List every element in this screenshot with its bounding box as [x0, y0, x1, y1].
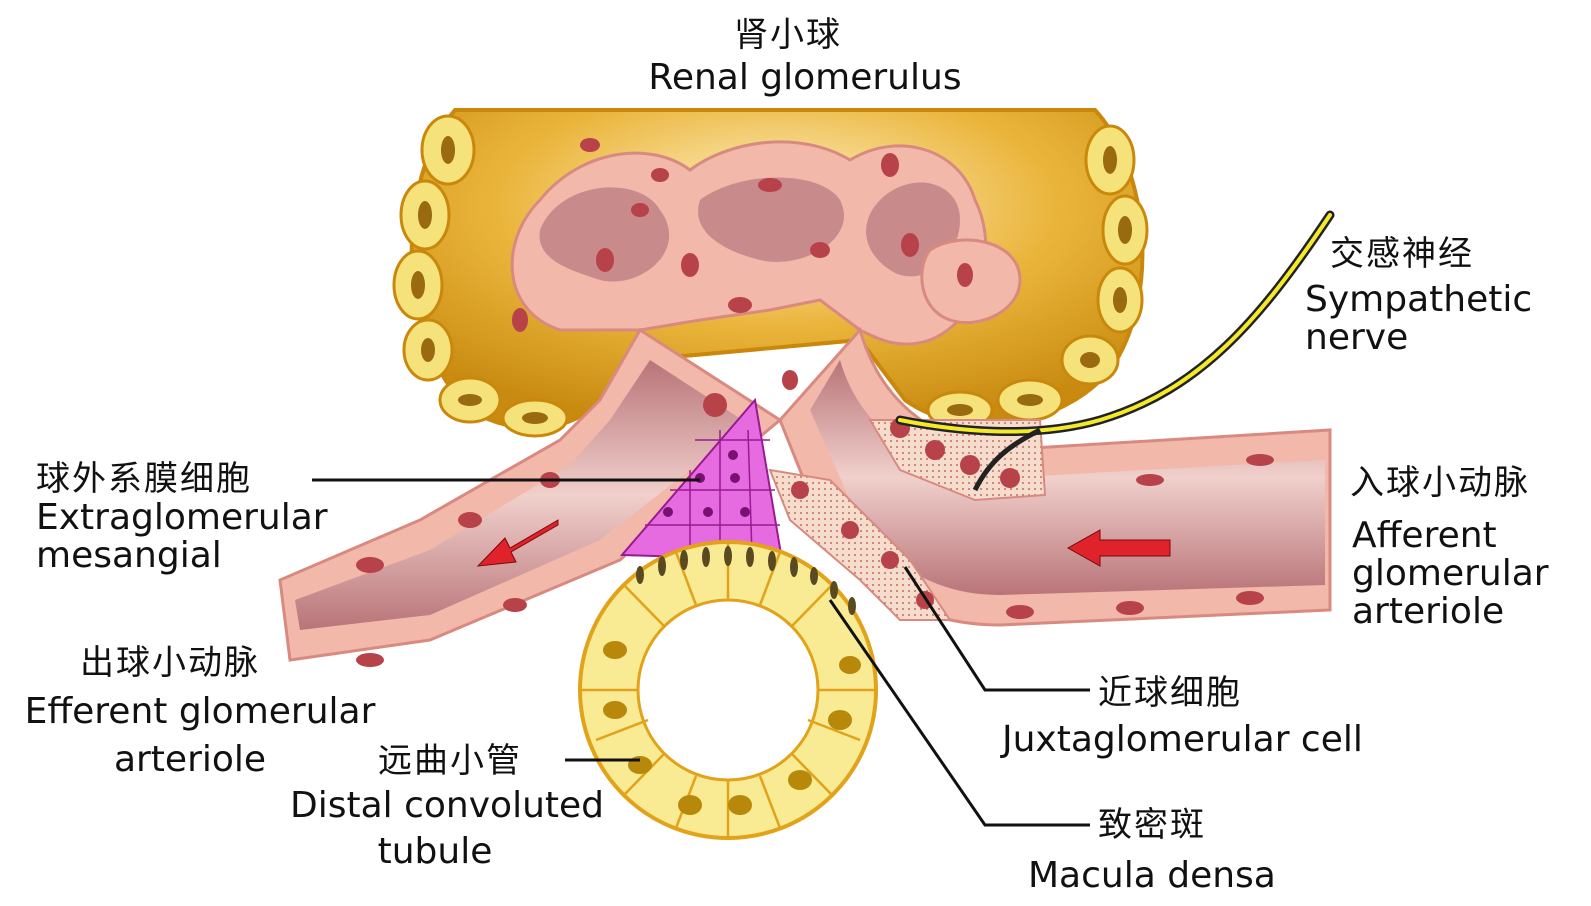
distal-en-line1: Distal convoluted: [262, 788, 632, 824]
sympathetic-zh-label: 交感神经: [1330, 237, 1474, 271]
efferent-en-line2: arteriole: [60, 742, 320, 778]
sympathetic-en-line2: nerve: [1305, 320, 1408, 356]
afferent-en-line3: arteriole: [1352, 594, 1504, 630]
sympathetic-en-line1: Sympathetic: [1305, 282, 1532, 318]
efferent-en-line1: Efferent glomerular: [0, 694, 400, 730]
distal-en-line2: tubule: [340, 834, 530, 870]
efferent-zh-label: 出球小动脉: [40, 646, 300, 680]
afferent-zh-label: 入球小动脉: [1350, 466, 1530, 500]
macula-zh-label: 致密斑: [1098, 808, 1206, 842]
afferent-en-line2: glomerular: [1352, 556, 1549, 592]
macula-en-label: Macula densa: [1028, 858, 1276, 894]
juxtaglomerular-en-label: Juxtaglomerular cell: [1002, 722, 1363, 758]
distal-zh-label: 远曲小管: [378, 744, 522, 778]
mesangial-zh-label: 球外系膜细胞: [36, 462, 252, 496]
mesangial-en-line1: Extraglomerular: [36, 500, 328, 536]
juxtaglomerular-zh-label: 近球细胞: [1098, 676, 1242, 710]
glomerulus-en-label: Renal glomerulus: [610, 60, 1000, 96]
glomerulus-zh-label: 肾小球: [708, 18, 868, 52]
mesangial-en-line2: mesangial: [36, 538, 222, 574]
afferent-en-line1: Afferent: [1352, 518, 1497, 554]
